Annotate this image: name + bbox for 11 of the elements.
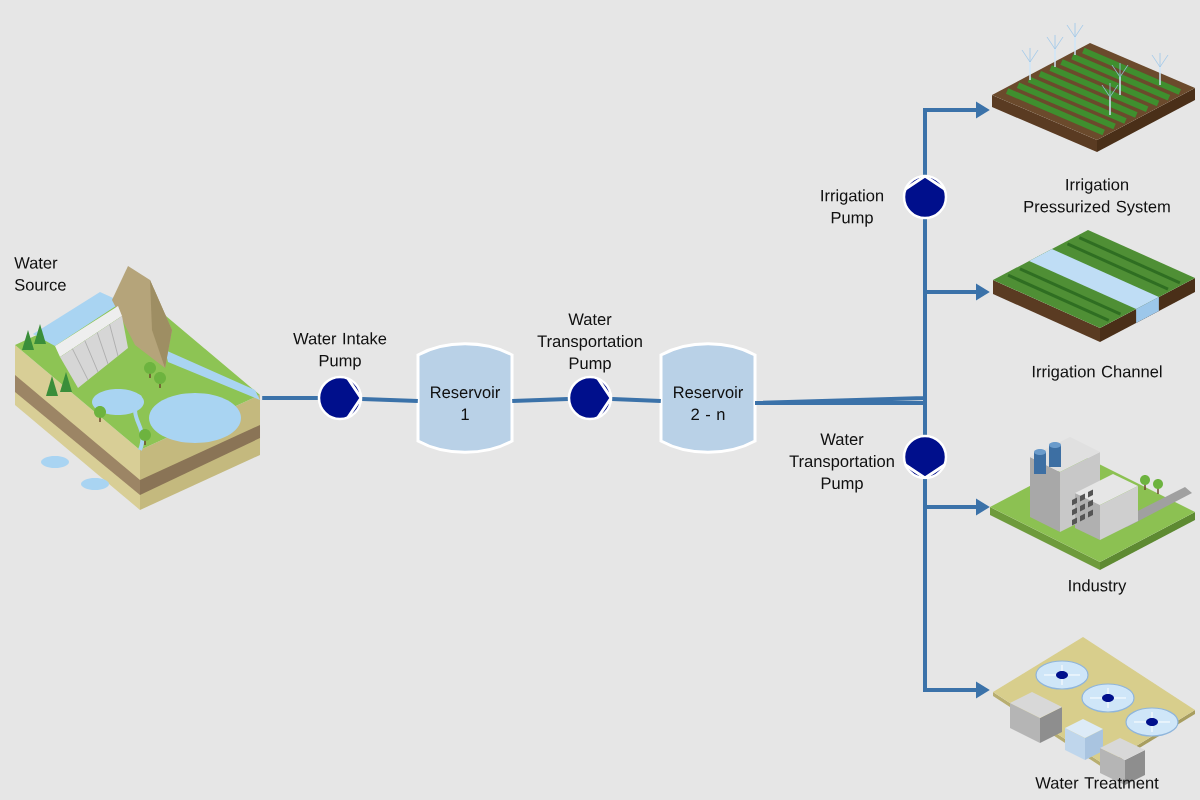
pump-label: Irrigation Pump: [821, 189, 884, 227]
node-label: Water Treatment: [1035, 777, 1159, 789]
pump-label: Water Transportation Pump: [537, 313, 642, 373]
node-label: Water Source: [14, 257, 66, 291]
reservoir-tank: Reservoir 1: [416, 342, 514, 454]
node-label: Industry: [1069, 579, 1127, 595]
pump-label: Water Transportation Pump: [789, 433, 894, 493]
node-label: Irrigation Pressurized System: [1024, 178, 1170, 216]
node-label: Irrigation Channel: [1032, 365, 1162, 381]
reservoir-tank: Reservoir 2 - n: [659, 342, 757, 454]
pump-label: Water Intake Pump: [293, 332, 387, 370]
